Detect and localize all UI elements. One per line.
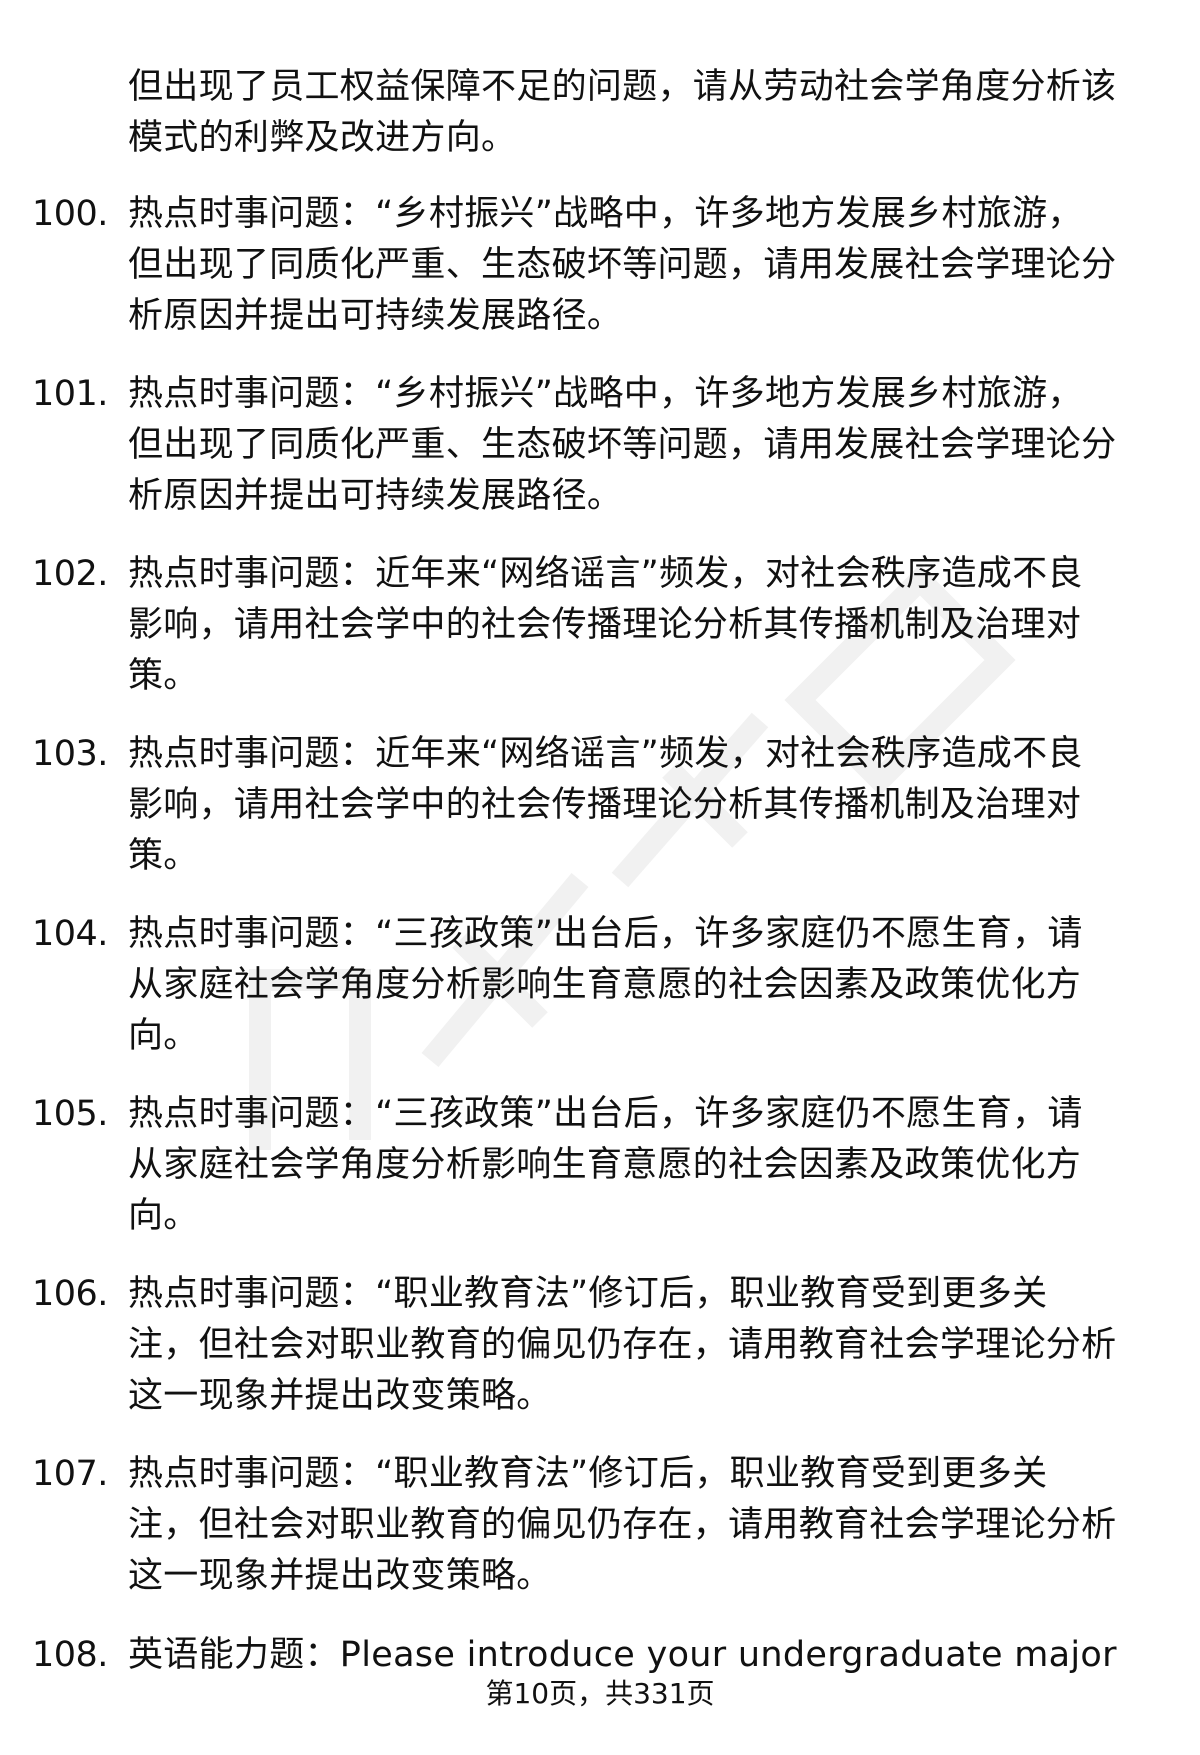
question-line: 热点时事问题：“职业教育法”修订后，职业教育受到更多关 [128, 1454, 1048, 1494]
question-number: 103. [32, 734, 108, 774]
page-footer: 第10页，共331页 [485, 1677, 715, 1710]
question-line: 这一现象并提出改变策略。 [128, 1556, 552, 1596]
question-number: 104. [32, 914, 108, 954]
question-number: 108. [32, 1635, 108, 1675]
question-number: 105. [32, 1094, 108, 1134]
question-line: 英语能力题：Please introduce your undergraduat… [128, 1635, 1117, 1675]
question-line: 模式的利弊及改进方向。 [128, 118, 517, 158]
question-line: 注，但社会对职业教育的偏见仍存在，请用教育社会学理论分析 [128, 1505, 1117, 1545]
question-number: 102. [32, 554, 108, 594]
question-line: 注，但社会对职业教育的偏见仍存在，请用教育社会学理论分析 [128, 1325, 1117, 1365]
question-line: 从家庭社会学角度分析影响生育意愿的社会因素及政策优化方 [128, 965, 1082, 1005]
question-line: 策。 [128, 656, 199, 696]
question-line: 析原因并提出可持续发展路径。 [128, 296, 623, 336]
question-line: 向。 [128, 1196, 199, 1236]
question-line: 影响，请用社会学中的社会传播理论分析其传播机制及治理对 [128, 605, 1082, 645]
question-line: 向。 [128, 1016, 199, 1056]
question-line: 策。 [128, 836, 199, 876]
question-line: 这一现象并提出改变策略。 [128, 1376, 552, 1416]
question-line: 热点时事问题：“乡村振兴”战略中，许多地方发展乡村旅游， [128, 374, 1083, 414]
question-line: 热点时事问题：“职业教育法”修订后，职业教育受到更多关 [128, 1274, 1048, 1314]
question-line: 热点时事问题：近年来“网络谣言”频发，对社会秩序造成不良 [128, 554, 1083, 594]
question-line: 热点时事问题：近年来“网络谣言”频发，对社会秩序造成不良 [128, 734, 1083, 774]
question-line: 析原因并提出可持续发展路径。 [128, 476, 623, 516]
question-line: 从家庭社会学角度分析影响生育意愿的社会因素及政策优化方 [128, 1145, 1082, 1185]
question-line: 热点时事问题：“乡村振兴”战略中，许多地方发展乡村旅游， [128, 194, 1083, 234]
question-number: 107. [32, 1454, 108, 1494]
question-line: 影响，请用社会学中的社会传播理论分析其传播机制及治理对 [128, 785, 1082, 825]
question-line: 热点时事问题：“三孩政策”出台后，许多家庭仍不愿生育，请 [128, 1094, 1083, 1134]
question-line: 但出现了同质化严重、生态破坏等问题，请用发展社会学理论分 [128, 425, 1117, 465]
question-line: 但出现了同质化严重、生态破坏等问题，请用发展社会学理论分 [128, 245, 1117, 285]
question-number: 106. [32, 1274, 108, 1314]
question-line: 但出现了员工权益保障不足的问题，请从劳动社会学角度分析该 [128, 67, 1117, 107]
question-number: 101. [32, 374, 108, 414]
question-line: 热点时事问题：“三孩政策”出台后，许多家庭仍不愿生育，请 [128, 914, 1083, 954]
question-number: 100. [32, 194, 108, 234]
